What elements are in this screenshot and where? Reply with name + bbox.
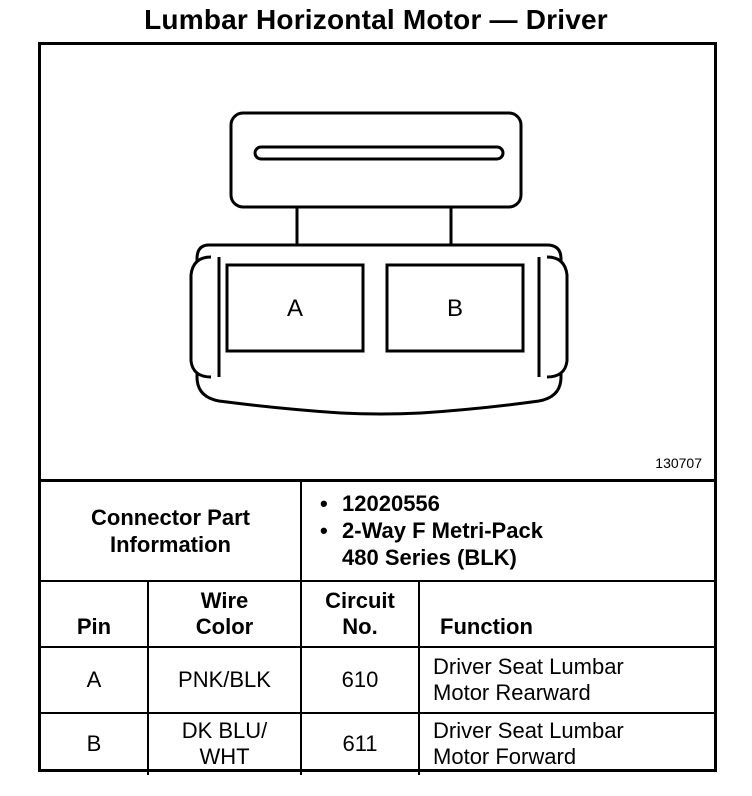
description-item-cont: 480 Series (BLK) <box>342 544 714 571</box>
header-circuit-line2: No. <box>342 613 378 639</box>
header-circuit-line1: Circuit <box>325 587 395 613</box>
description-line2: 480 Series (BLK) <box>342 545 517 571</box>
connector-ear-left <box>189 255 212 379</box>
connector-drawing: A B <box>189 111 569 416</box>
table-row: A PNK/BLK 610 Driver Seat Lumbar Motor R… <box>41 645 715 714</box>
description-item: • 2-Way F Metri-Pack <box>320 517 714 544</box>
cavity-a-label: A <box>287 295 303 322</box>
description-line1: 2-Way F Metri-Pack <box>342 518 543 544</box>
connector-part-label: Connector Part Information <box>41 479 303 582</box>
connector-part-label-line2: Information <box>110 531 231 557</box>
part-number: 12020556 <box>342 491 440 517</box>
table-row: B DK BLU/ WHT 611 Driver Seat Lumbar Mot… <box>41 711 715 775</box>
connector-info-table: Connector Part Information • 12020556 • 2-… <box>41 479 715 775</box>
function-cell: Driver Seat Lumbar Motor Rearward <box>418 645 715 714</box>
wire-color-cell: DK BLU/ WHT <box>146 711 303 775</box>
header-row: Pin Wire Color Circuit No. Function <box>41 579 715 648</box>
connector-part-row: Connector Part Information • 12020556 • 2-… <box>41 479 715 582</box>
connector-part-list: • 12020556 • 2-Way F Metri-Pack 480 Series… <box>302 484 714 577</box>
connector-frame: A B 130707 Connector Part Information • 1… <box>38 42 717 775</box>
wire-color-line1: PNK/BLK <box>178 666 271 692</box>
connector-part-details: • 12020556 • 2-Way F Metri-Pack 480 Series… <box>300 479 715 582</box>
circuit-cell: 610 <box>300 645 421 714</box>
cavity-b <box>385 263 525 353</box>
connector-ear-right <box>546 255 569 379</box>
function-line2: Motor Rearward <box>433 679 591 705</box>
function-line1: Driver Seat Lumbar <box>433 718 624 743</box>
wire-color-line1: DK BLU/ <box>181 718 268 743</box>
bullet-icon: • <box>320 518 328 544</box>
function-line2: Motor Forward <box>433 744 577 769</box>
circuit-cell: 611 <box>300 711 421 775</box>
part-number-item: • 12020556 <box>320 490 714 517</box>
header-circuit: Circuit No. <box>300 579 421 648</box>
figure-number: 130707 <box>655 455 702 471</box>
header-wire-color-line2: Color <box>195 613 254 639</box>
wire-color-cell: PNK/BLK <box>146 645 303 714</box>
cavity-a <box>225 263 365 353</box>
header-wire-color-line1: Wire <box>200 587 249 613</box>
cavity-b-label: B <box>447 295 463 322</box>
header-function: Function <box>418 579 715 648</box>
header-pin: Pin <box>41 579 149 648</box>
pin-cell: A <box>41 645 149 714</box>
latch-slot <box>253 145 505 161</box>
wire-color-line2: WHT <box>199 744 250 769</box>
bullet-icon: • <box>320 491 328 517</box>
function-line1: Driver Seat Lumbar <box>433 653 624 679</box>
header-wire-color: Wire Color <box>146 579 303 648</box>
page-title: Lumbar Horizontal Motor — Driver <box>144 4 608 35</box>
pin-cell: B <box>41 711 149 775</box>
connector-part-label-line1: Connector Part <box>91 504 250 530</box>
function-cell: Driver Seat Lumbar Motor Forward <box>418 711 715 775</box>
